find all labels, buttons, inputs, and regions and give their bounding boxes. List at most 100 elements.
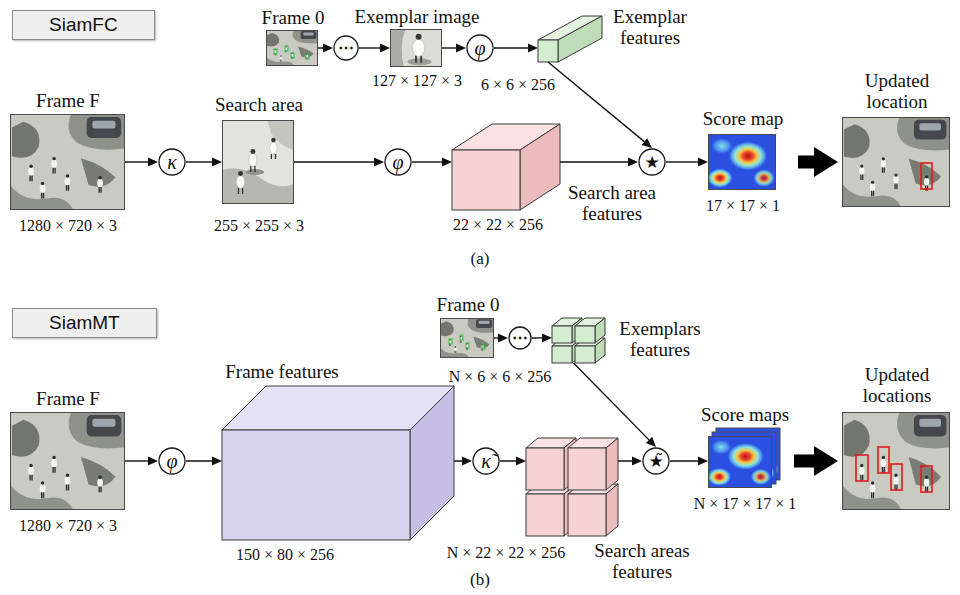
- exemplar-picture: [390, 29, 442, 67]
- dimension-label: N × 17 × 17 × 1: [694, 495, 797, 513]
- flow-arrow: [494, 337, 498, 338]
- result-arrow: [798, 156, 814, 169]
- panel-label: (b): [470, 571, 490, 590]
- feature-tensor: Frame features150 × 80 × 256: [222, 430, 410, 540]
- target-marks: [274, 46, 309, 59]
- frame-picture: [10, 412, 125, 510]
- frame-thumbnail: Frame 0: [266, 30, 318, 66]
- tensor-label: Exemplar features: [606, 6, 694, 49]
- crop-operator: κ̃: [472, 447, 500, 475]
- operator-symbol: ★: [638, 148, 666, 176]
- flow-arrow: [294, 161, 374, 162]
- feature-stack-3d: [552, 318, 605, 363]
- feature-tensor: 22 × 22 × 256Search area features: [452, 150, 520, 210]
- feature-stack-3d: [526, 438, 618, 536]
- dimension-label: 150 × 80 × 256: [236, 546, 334, 564]
- flow-arrow: [359, 47, 380, 48]
- search-area-image: Search area255 × 255 × 3: [222, 120, 294, 204]
- tracking-box: [921, 163, 932, 189]
- dimension-label: 22 × 22 × 256: [453, 216, 543, 234]
- dimension-label: 17 × 17 × 1: [706, 197, 780, 215]
- image-label: Frame F: [36, 388, 100, 409]
- flow-arrow: [454, 460, 462, 461]
- operator-outline: [159, 149, 185, 175]
- operator-outline: [639, 149, 665, 175]
- flow-arrow: [186, 161, 212, 162]
- score-map-stack: Score mapsN × 17 × 17 × 1: [708, 436, 772, 488]
- input-frame: Frame F1280 × 720 × 3: [10, 114, 125, 210]
- operator-outline: [467, 35, 493, 61]
- feature-tensor-3d: [222, 386, 454, 540]
- image-label: Updated location: [851, 70, 943, 113]
- frame-picture: [10, 114, 125, 210]
- heatmap-stack: [707, 428, 780, 488]
- flow-arrow: [412, 161, 442, 162]
- model-name-box: SiamMT: [12, 308, 157, 338]
- dimension-label: 1280 × 720 × 3: [19, 517, 117, 535]
- ellipsis-circle: ⋯: [508, 326, 532, 350]
- tensor-label: Frame features: [225, 361, 338, 382]
- tensor-label: Search area features: [562, 182, 662, 225]
- dimension-label: 255 × 255 × 3: [214, 217, 304, 235]
- result-arrow: [794, 454, 814, 467]
- frame-picture: [842, 117, 950, 207]
- frame-thumbnail: Frame 0: [440, 318, 494, 358]
- model-name-box: SiamFC: [12, 10, 155, 40]
- feature-stack: N × 22 × 22 × 256Search areas features: [526, 448, 606, 536]
- dimension-label: N × 6 × 6 × 256: [449, 368, 552, 386]
- input-frame: Frame F1280 × 720 × 3: [10, 412, 125, 510]
- flow-arrow: [186, 460, 212, 461]
- flow-arrow: [548, 62, 644, 142]
- operator-symbol: φ: [158, 447, 186, 475]
- flow-arrow: [494, 47, 528, 48]
- feature-stack: Exemplars featuresN × 6 × 6 × 256: [552, 326, 595, 363]
- correlation-operator: ★: [638, 148, 666, 176]
- image-label: Frame 0: [437, 294, 500, 315]
- embedding-operator: φ: [466, 34, 494, 62]
- flow-arrow: [670, 460, 698, 461]
- image-label: Search area: [215, 94, 303, 115]
- ellipsis-circle: ⋯: [333, 35, 359, 61]
- output-frame: Updated location: [842, 117, 950, 207]
- operator-outline: [159, 448, 185, 474]
- flow-arrow: [125, 460, 148, 461]
- tensor-label: Search areas features: [586, 540, 698, 583]
- operator-symbol: κ: [158, 148, 186, 176]
- dimension-label: 1280 × 720 × 3: [19, 217, 117, 235]
- operator-symbol: κ̃: [472, 447, 500, 475]
- dimension-label: 127 × 127 × 3: [372, 72, 462, 90]
- operator-outline: [473, 448, 499, 474]
- embedding-operator: φ: [158, 447, 186, 475]
- frame-picture: [266, 30, 318, 66]
- flow-arrow: [574, 363, 649, 440]
- panel-label: (a): [471, 250, 490, 269]
- feature-tensor-3d: [452, 124, 560, 210]
- operator-symbol: ★̃: [642, 447, 670, 475]
- flow-arrow: [532, 337, 542, 338]
- operator-outline: [643, 448, 669, 474]
- target-marks: [449, 335, 485, 349]
- image-label: Updated locations: [849, 364, 945, 407]
- operator-outline: [509, 327, 531, 349]
- operator-symbol: ⋯: [508, 326, 532, 350]
- search-picture: [222, 120, 294, 204]
- image-label: Score map: [703, 108, 784, 129]
- crop-operator: κ: [158, 148, 186, 176]
- image-label: Frame F: [36, 90, 100, 111]
- operator-outline: [385, 149, 411, 175]
- operator-outline: [334, 36, 358, 60]
- tensor-label: Exemplars features: [610, 318, 710, 361]
- flow-arrow: [442, 47, 456, 48]
- flow-arrow: [125, 161, 148, 162]
- flow-arrow: [318, 47, 323, 48]
- dimension-label: 6 × 6 × 256: [481, 76, 555, 94]
- operator-symbol: φ: [384, 148, 412, 176]
- flow-arrow: [560, 161, 628, 162]
- flow-arrow: [666, 161, 698, 162]
- feature-tensor-3d: [538, 16, 602, 62]
- image-label: Score maps: [701, 404, 789, 425]
- flow-arrow: [618, 460, 632, 461]
- output-frame: Updated locations: [842, 412, 950, 510]
- image-label: Exemplar image: [354, 6, 479, 27]
